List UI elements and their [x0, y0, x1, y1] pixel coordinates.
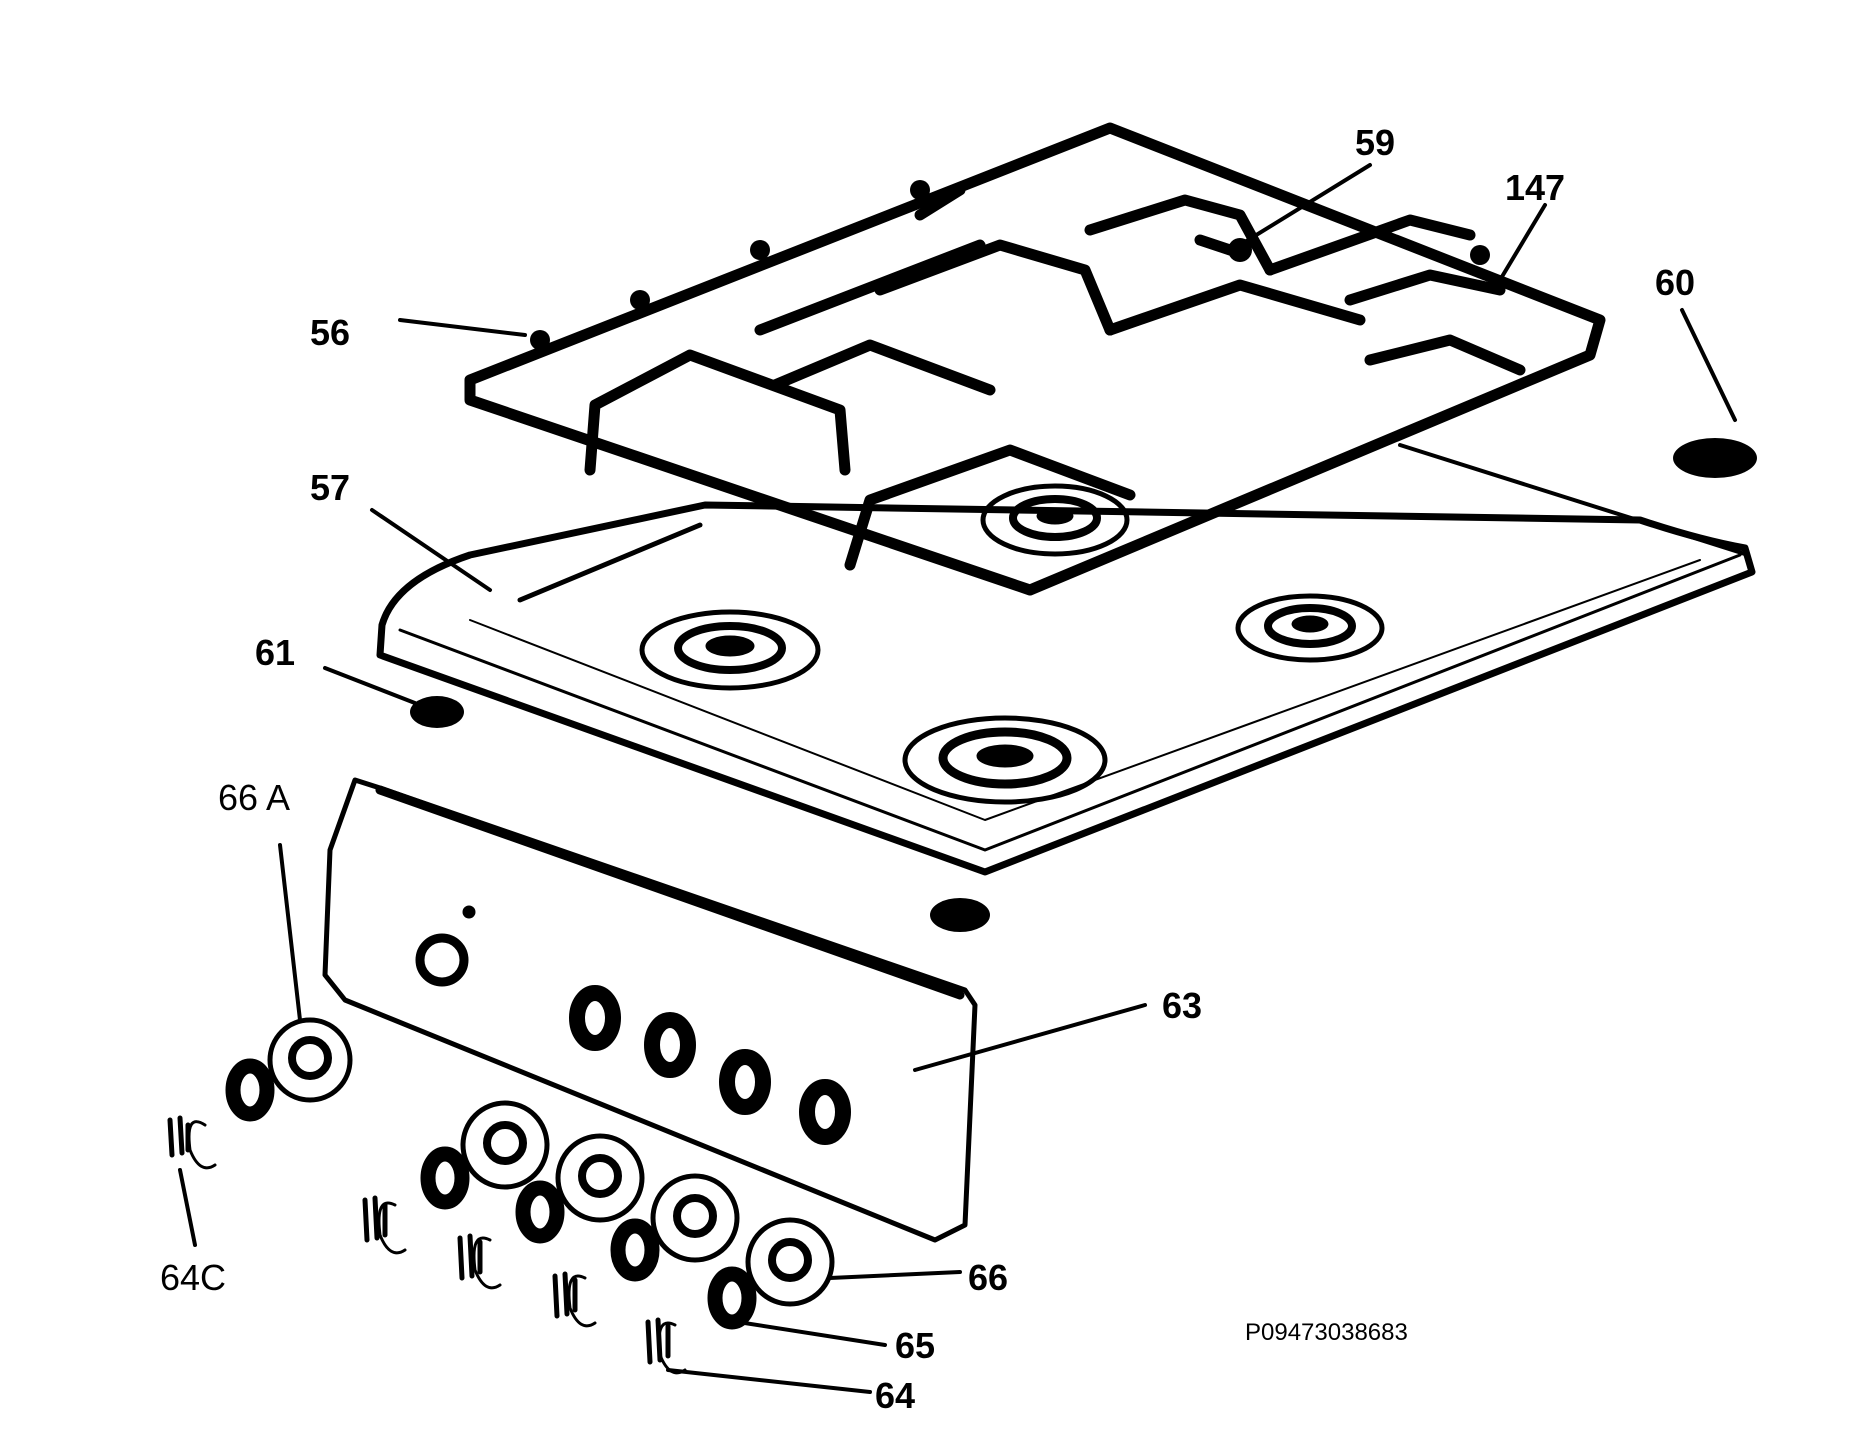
pan-support-lugs — [530, 180, 1490, 350]
label-147: 147 — [1505, 167, 1565, 208]
label-63: 63 — [1162, 985, 1202, 1026]
label-59: 59 — [1355, 122, 1395, 163]
leader-lines — [178, 163, 1737, 1394]
knob-set-3 — [552, 1173, 740, 1328]
label-61: 61 — [255, 632, 295, 673]
foot-front — [930, 898, 990, 932]
control-panel — [322, 777, 978, 1243]
knob-set-4 — [645, 1217, 835, 1375]
burner-front — [902, 715, 1108, 805]
ignition-button-hole — [415, 933, 469, 987]
label-66: 66 — [968, 1257, 1008, 1298]
hob-top-plate — [376, 443, 1756, 876]
label-57: 57 — [310, 467, 350, 508]
label-60: 60 — [1655, 262, 1695, 303]
foot-60 — [1673, 438, 1757, 478]
knob-set-2 — [457, 1133, 645, 1290]
knob-assemblies — [167, 1017, 835, 1375]
foot-61 — [410, 696, 464, 728]
label-64c: 64C — [160, 1257, 226, 1298]
label-64: 64 — [875, 1375, 915, 1416]
knob-set-left — [167, 1017, 353, 1170]
knob-set-1 — [362, 1100, 550, 1255]
label-66a: 66 A — [218, 777, 290, 818]
label-56: 56 — [310, 312, 350, 353]
burner-left — [639, 609, 821, 691]
pan-support-grid — [464, 122, 1606, 596]
label-65: 65 — [895, 1325, 935, 1366]
reference-code: P09473038683 — [1245, 1319, 1408, 1346]
burner-right — [1235, 593, 1385, 663]
knob-holes — [569, 985, 851, 1145]
burner-rear — [980, 483, 1130, 557]
